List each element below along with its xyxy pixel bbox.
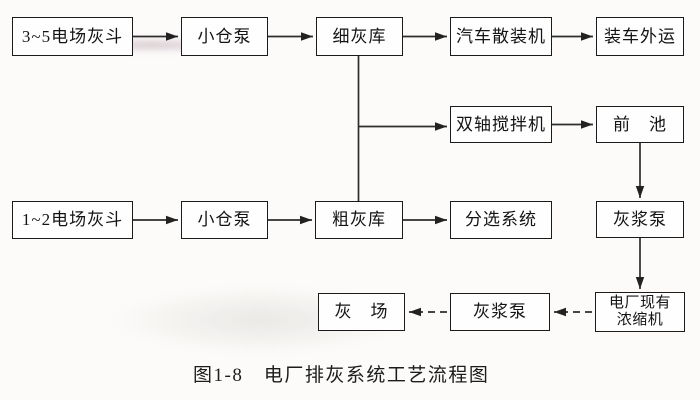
node-esp-hopper-1-2: 1~2电场灰斗 [12,201,133,239]
node-sorting-system: 分选系统 [450,201,552,239]
node-bin-pump-upper: 小仓泵 [181,17,268,56]
node-ash-yard: 灰 场 [318,293,405,331]
node-fine-ash-silo: 细灰库 [316,17,403,56]
node-bin-pump-lower: 小仓泵 [181,201,268,239]
node-forebay: 前 池 [596,106,684,143]
node-truck-load-out: 装车外运 [596,17,684,56]
figure-caption: 图1-8 电厂排灰系统工艺流程图 [193,365,490,386]
node-ash-slurry-pump-upper: 灰浆泵 [596,201,684,238]
node-twin-shaft-mixer: 双轴搅拌机 [450,106,552,143]
node-coarse-ash-silo: 粗灰库 [315,201,403,239]
node-truck-bulk-loader: 汽车散装机 [450,17,552,56]
node-plant-existing-thickener: 电厂现有 浓缩机 [595,292,685,332]
node-esp-hopper-3-5: 3~5电场灰斗 [12,17,133,56]
node-ash-slurry-pump-lower: 灰浆泵 [450,293,550,331]
